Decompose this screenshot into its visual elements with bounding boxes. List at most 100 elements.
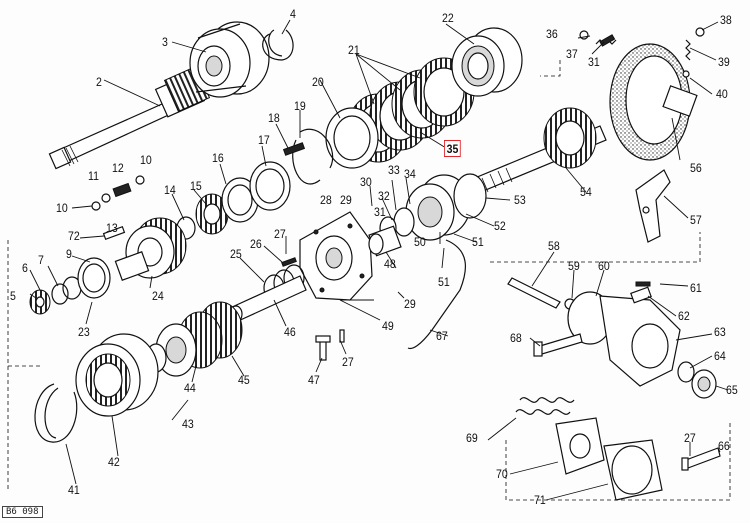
callout-28: 28 [320,193,332,207]
output-shaft-54 [469,107,607,195]
callout-6: 6 [22,261,28,275]
callout-25: 25 [230,247,242,261]
clutch-drum-3 [189,21,270,98]
callout-38: 38 [720,13,732,27]
callout-19: 19 [294,99,306,113]
callout-47: 47 [308,373,320,387]
callout-70: 70 [496,467,508,481]
bearing-22 [451,27,523,97]
bolts-27-47 [315,329,345,361]
callout-68: 68 [510,331,522,345]
callout-3: 3 [162,35,168,49]
callout-32: 32 [378,189,390,203]
callout-43: 43 [182,417,194,431]
callout-9: 72 [68,229,80,243]
figure-code-label: B6 098 [2,506,43,518]
group-brackets [7,60,731,501]
callout-8: 9 [66,247,72,261]
callout-12: 12 [112,161,124,175]
callout-41: 41 [68,483,80,497]
callout-23: 23 [78,325,90,339]
callout-57: 57 [690,213,702,227]
snap-ring-41 [34,383,78,443]
snap-ring-4 [262,29,294,61]
callout-13: 13 [106,221,118,235]
callout-31-middle: 31 [374,205,386,219]
callout-33: 33 [388,163,400,177]
hardware-10-13 [91,175,145,241]
callout-50: 50 [414,235,426,249]
gear-set-44-45 [145,301,243,377]
callout-36: 36 [546,27,558,41]
callout-27-upper: 27 [274,227,286,241]
callout-24: 24 [152,289,164,303]
callout-31-upper: 31 [588,55,600,69]
brake-band-56 [609,43,698,161]
callout-21: 21 [348,43,360,57]
callout-53: 53 [514,193,526,207]
callout-71: 71 [534,493,546,507]
seals-5-8 [29,257,111,315]
callout-46: 46 [284,325,296,339]
callout-54: 54 [580,185,592,199]
callout-20: 20 [312,75,324,89]
callout-61: 61 [690,281,702,295]
plate-20 [325,107,379,169]
callout-45: 45 [238,373,250,387]
callout-30: 30 [360,175,372,189]
callout-49: 49 [382,319,394,333]
callout-29-upper: 29 [340,193,352,207]
callout-56: 56 [690,161,702,175]
callout-2: 2 [96,75,102,89]
callout-69: 69 [466,431,478,445]
callout-44: 44 [184,381,196,395]
callout-65: 65 [726,383,738,397]
callout-10-right: 10 [140,153,152,167]
callout-37: 37 [566,47,578,61]
callout-62: 62 [678,309,690,323]
callout-42: 42 [108,455,120,469]
callout-51-upper: 51 [472,235,484,249]
callout-4: 4 [290,7,296,21]
callout-48: 48 [384,257,396,271]
callout-39: 39 [718,55,730,69]
piston-assembly-52-53 [379,173,487,241]
bolt-seal-cap-64-68 [533,333,717,399]
callout-27-lower: 27 [342,355,354,369]
callout-10-left: 10 [56,201,68,215]
callout-63: 63 [714,325,726,339]
callout-67: 67 [436,329,448,343]
callout-5: 5 [10,289,16,303]
callout-27-right: 27 [684,431,696,445]
callout-14: 14 [164,183,176,197]
pump-housing-28 [299,211,373,301]
leader-lines [29,19,729,501]
callout-40: 40 [716,87,728,101]
drum-42 [75,333,159,417]
callout-22: 22 [442,11,454,25]
cover-group-69-71 [515,397,663,501]
callout-59: 59 [568,259,580,273]
callout-17: 17 [258,133,270,147]
callout-64: 64 [714,349,726,363]
callout-29-lower: 29 [404,297,416,311]
callout-11: 11 [88,169,99,183]
callout-35-highlighted: 35 [444,140,462,157]
callout-7: 7 [38,253,44,267]
lever-57 [635,169,671,243]
brake-housing-60-63 [567,281,681,387]
callout-58: 58 [548,239,560,253]
callout-34: 34 [404,167,416,181]
callout-18: 18 [268,111,280,125]
callout-51-lower: 51 [438,275,450,289]
carrier-24 [114,217,187,281]
callout-15: 15 [190,179,202,193]
callout-16: 16 [212,151,224,165]
pin-18 [282,142,306,156]
oil-pipe-67 [407,239,466,350]
callout-26: 26 [250,237,262,251]
callout-60: 60 [598,259,610,273]
callout-52: 52 [494,219,506,233]
